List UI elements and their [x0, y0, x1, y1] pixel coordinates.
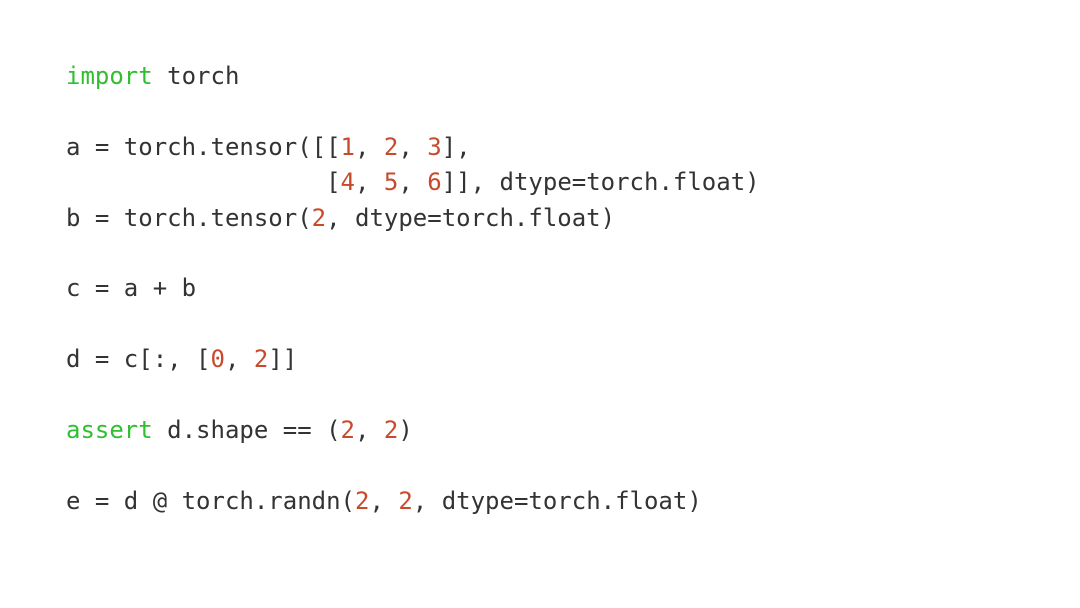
code-number: 2	[354, 486, 370, 515]
code-text: d = c[:, [	[66, 345, 211, 374]
code-number: 0	[210, 345, 225, 374]
code-text: ,	[398, 168, 428, 197]
code-text: b = torch.tensor(	[66, 203, 312, 232]
code-number: 1	[340, 132, 355, 161]
code-keyword: import	[66, 62, 153, 90]
code-text: ,	[398, 132, 428, 161]
code-number: 2	[383, 415, 399, 444]
code-text: )	[398, 415, 413, 444]
code-line: [4, 5, 6]], dtype=torch.float)	[66, 165, 760, 200]
code-line: a = torch.tensor([[1, 2, 3],	[66, 130, 760, 165]
code-text: ,	[355, 415, 384, 444]
code-line: b = torch.tensor(2, dtype=torch.float)	[66, 201, 760, 236]
code-text: ]], dtype=torch.float)	[441, 168, 760, 197]
code-number: 3	[427, 132, 442, 161]
code-line	[66, 448, 760, 483]
code-block: import torch a = torch.tensor([[1, 2, 3]…	[66, 59, 760, 519]
code-line	[66, 307, 760, 342]
code-text: c = a + b	[66, 274, 197, 303]
code-line: import torch	[66, 59, 760, 94]
code-number: 2	[383, 132, 399, 161]
code-text: ],	[441, 132, 471, 161]
code-text: a = torch.tensor([[	[66, 132, 341, 161]
code-number: 2	[253, 345, 269, 374]
code-line	[66, 378, 760, 413]
code-text: ,	[355, 168, 384, 197]
code-number: 2	[398, 486, 413, 515]
code-text: [	[66, 168, 341, 197]
code-line: d = c[:, [0, 2]]	[66, 342, 760, 377]
code-text: d.shape == (	[152, 415, 341, 444]
code-line	[66, 94, 760, 129]
code-line: assert d.shape == (2, 2)	[66, 413, 760, 448]
code-line	[66, 236, 760, 271]
code-text: , dtype=torch.float)	[326, 203, 616, 232]
code-line: e = d @ torch.randn(2, 2, dtype=torch.fl…	[66, 484, 760, 519]
code-number: 4	[340, 168, 355, 197]
code-text: ,	[369, 486, 399, 515]
code-line: c = a + b	[66, 271, 760, 306]
code-number: 6	[427, 168, 442, 197]
code-text: , dtype=torch.float)	[412, 486, 702, 515]
code-text: ,	[224, 345, 254, 374]
code-text: ]]	[268, 345, 298, 374]
code-number: 2	[311, 203, 327, 232]
code-keyword: assert	[66, 415, 153, 444]
code-text: torch	[152, 62, 240, 90]
code-text: e = d @ torch.randn(	[66, 486, 355, 515]
code-number: 5	[383, 168, 399, 197]
code-text: ,	[355, 132, 384, 161]
code-number: 2	[340, 415, 355, 444]
